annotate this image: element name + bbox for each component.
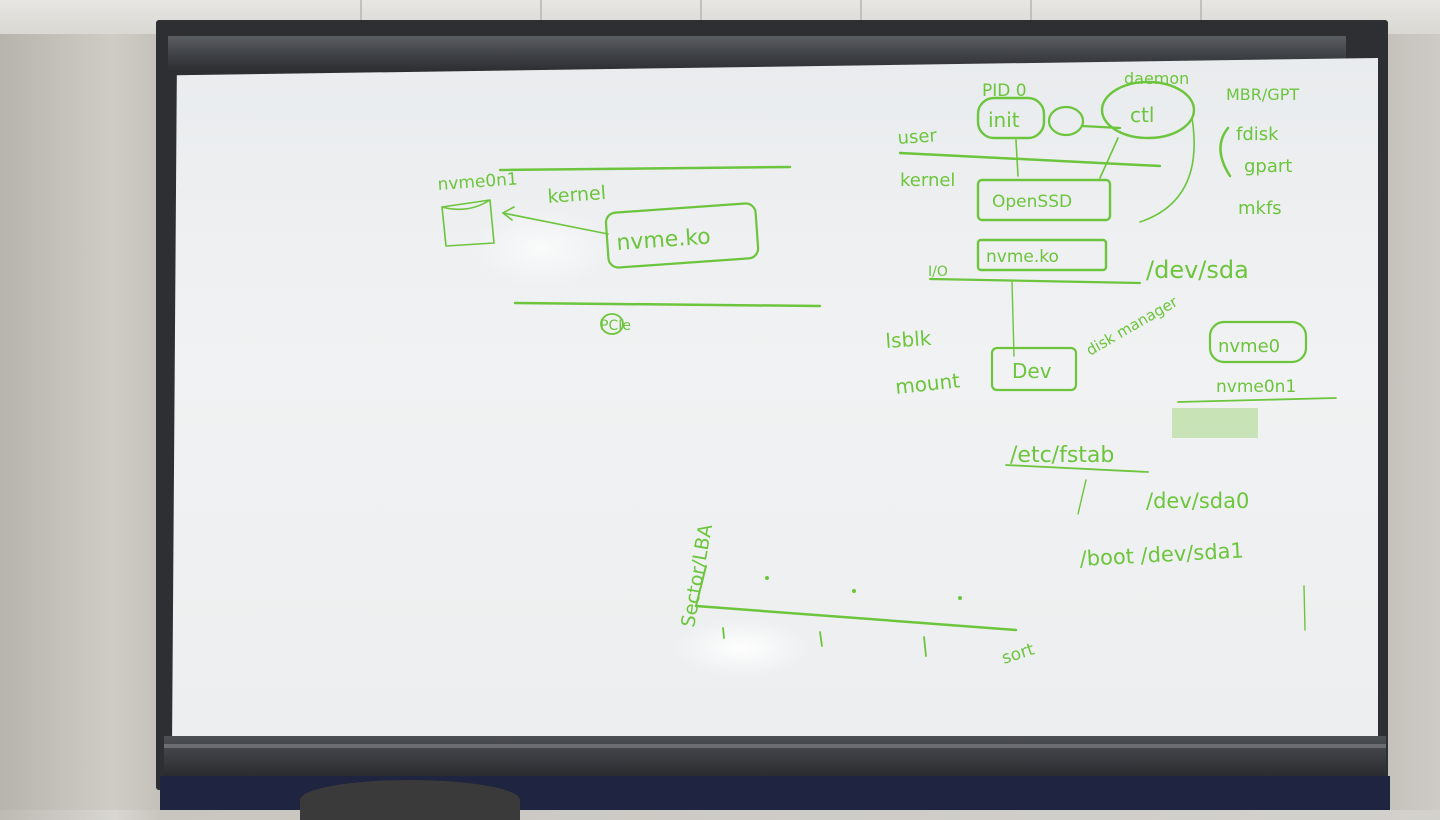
whiteboard-surface xyxy=(172,58,1378,748)
pcie-label: PCIe xyxy=(600,318,631,334)
nvme-driver-label: nvme.ko xyxy=(986,247,1059,267)
ctl-label: ctl xyxy=(1130,103,1154,127)
io-label: I/O xyxy=(928,264,948,280)
pcie-circle xyxy=(600,313,624,335)
fstab-line-1: /dev/sda0 xyxy=(1146,489,1249,513)
graph-tick xyxy=(722,627,725,639)
driver-arrow xyxy=(502,212,609,235)
nvme-box xyxy=(1208,320,1308,364)
tools-bracket xyxy=(1219,126,1232,178)
openssd-box xyxy=(976,178,1112,222)
tool-fdisk: fdisk xyxy=(1236,124,1279,145)
graph-x-label: sort xyxy=(999,639,1037,668)
dev-box-label: Dev xyxy=(1012,359,1052,383)
right-sketch: PID 0 init daemon ctl user kernel OpenSS… xyxy=(885,69,1337,631)
ctl-circle xyxy=(1100,80,1196,140)
nvme-device-label: nvme0n1 xyxy=(437,169,518,195)
lsblk-label: lsblk xyxy=(885,326,933,353)
fstab-underline xyxy=(1005,464,1149,473)
ceiling-seam xyxy=(1200,0,1202,34)
stray-mark xyxy=(1303,585,1306,631)
ceiling-seam xyxy=(700,0,702,34)
ceiling-seam xyxy=(360,0,362,34)
tools-link xyxy=(1139,117,1195,223)
dev-arrow xyxy=(1011,281,1015,357)
daemon-label: daemon xyxy=(1124,69,1189,88)
pid-label: PID 0 xyxy=(982,81,1027,101)
graph-y-label: Sector/LBA xyxy=(677,523,717,629)
graph-tick xyxy=(923,636,927,657)
nvme-box-label: nvme0 xyxy=(1218,336,1280,357)
light-glare xyxy=(672,618,812,678)
kernel-hardware-line xyxy=(928,277,1142,285)
tool-gpart: gpart xyxy=(1244,156,1292,177)
mount-label: mount xyxy=(894,368,961,399)
graph-point xyxy=(765,576,769,580)
arrow-head-icon xyxy=(502,206,515,221)
erased-smudge xyxy=(1172,408,1258,438)
ceiling-seam xyxy=(860,0,862,34)
driver-box-label: nvme.ko xyxy=(616,224,712,256)
kernel-label: kernel xyxy=(900,170,955,191)
init-box xyxy=(976,96,1046,140)
graph-y-axis xyxy=(695,565,707,607)
fstab-column-line xyxy=(1077,479,1087,515)
tool-mbr-gpt: MBR/GPT xyxy=(1226,85,1299,104)
pipe-circle xyxy=(1047,105,1085,137)
graph-point xyxy=(852,589,856,593)
graph-tick xyxy=(819,631,823,647)
ctl-arrow xyxy=(1099,137,1119,179)
tool-mkfs: mkfs xyxy=(1238,198,1282,219)
ceiling-seam xyxy=(540,0,542,34)
user-kernel-line xyxy=(898,151,1162,168)
graph-x-axis xyxy=(694,604,1018,632)
dev-box xyxy=(990,346,1078,392)
graph-point xyxy=(958,596,962,600)
init-label: init xyxy=(988,108,1020,132)
ceiling-seam xyxy=(1030,0,1032,34)
lba-graph: Sector/LBA sort xyxy=(677,523,1037,669)
disk-cylinder-icon xyxy=(441,199,495,247)
marker-tray-lip xyxy=(164,744,1386,748)
left-sketch: nvme0n1 kernel nvme.ko PCIe xyxy=(437,165,822,335)
user-label: user xyxy=(897,125,938,149)
partition-line xyxy=(1177,397,1337,403)
init-arrow xyxy=(1015,139,1019,177)
driver-box xyxy=(604,202,760,269)
disk-manager-label: disk manager xyxy=(1083,292,1181,359)
fstab-label: /etc/fstab xyxy=(1010,443,1114,468)
nvme-partition-label: nvme0n1 xyxy=(1216,377,1296,397)
user-kernel-line xyxy=(498,165,792,172)
marker-tray xyxy=(164,736,1386,776)
wall-left xyxy=(0,34,160,810)
kernel-hardware-line xyxy=(513,301,822,308)
dev-path-label: /dev/sda xyxy=(1146,256,1249,284)
fstab-line-2: /boot /dev/sda1 xyxy=(1079,538,1244,571)
openssd-label: OpenSSD xyxy=(992,192,1072,212)
kernel-label: kernel xyxy=(547,182,607,208)
nvme-driver-box xyxy=(976,238,1108,272)
